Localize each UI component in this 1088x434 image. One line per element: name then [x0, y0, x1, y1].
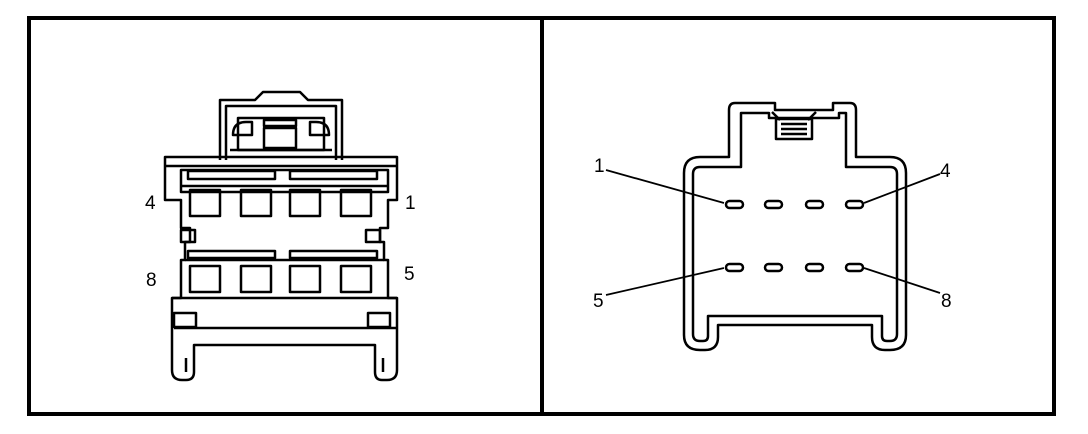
bottom-terminal-row [724, 262, 865, 273]
terminal-5 [724, 262, 745, 273]
right-pin-label-1: 1 [594, 156, 605, 177]
right-pin-label-5: 5 [593, 291, 604, 312]
cavity-8 [188, 264, 222, 294]
terminal-4 [844, 199, 865, 210]
cavity-1 [339, 188, 373, 218]
left-pin-label-5: 5 [404, 264, 415, 285]
left-pin-label-8: 8 [146, 270, 157, 291]
latch [218, 90, 344, 160]
right-connector-view [605, 101, 941, 352]
terminal-3 [804, 199, 825, 210]
cavity-2 [288, 188, 322, 218]
terminal-1 [724, 199, 745, 210]
left-connector-view [163, 90, 399, 382]
cavity-7 [239, 264, 273, 294]
leader-8 [863, 267, 941, 294]
leader-lines [605, 169, 941, 296]
right-pin-label-4: 4 [940, 161, 951, 182]
leader-4 [863, 173, 941, 204]
connector-body [163, 155, 399, 382]
cavity-4 [188, 188, 222, 218]
cavity-6 [288, 264, 322, 294]
left-pin-label-4: 4 [145, 193, 156, 214]
left-pin-label-1: 1 [405, 193, 416, 214]
cavity-3 [239, 188, 273, 218]
leader-5 [605, 267, 725, 296]
terminal-2 [763, 199, 784, 210]
top-cavity-row [188, 188, 373, 218]
connector-shell [682, 101, 908, 352]
right-pin-label-8: 8 [941, 291, 952, 312]
terminal-7 [804, 262, 825, 273]
terminal-6 [763, 262, 784, 273]
terminal-8 [844, 262, 865, 273]
leader-1 [605, 169, 725, 204]
figure-frame [27, 16, 1056, 416]
bottom-cavity-row [188, 264, 373, 294]
top-terminal-row [724, 199, 865, 210]
cavity-5 [339, 264, 373, 294]
